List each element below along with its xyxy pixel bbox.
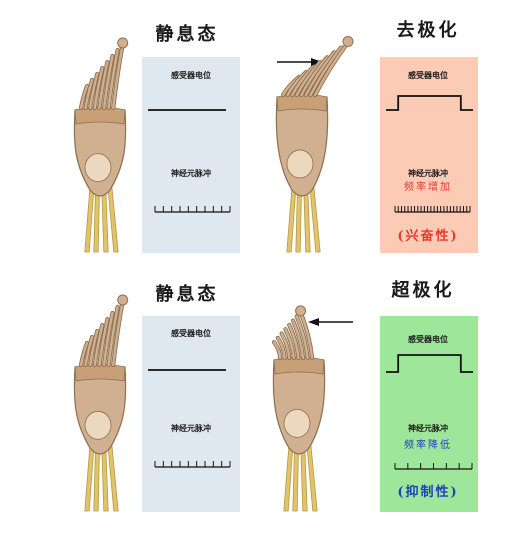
neuron-impulse-label: 神经元脉冲	[171, 168, 211, 178]
neuron-spike-train	[154, 206, 231, 213]
arrow-head	[308, 318, 319, 326]
recording-box	[142, 57, 240, 253]
stereocilium-fill	[107, 305, 119, 367]
stereocilium-fill	[280, 332, 291, 360]
nerve-fiber	[283, 441, 294, 512]
stereocilium-fill	[112, 299, 124, 367]
stereocilium-fill	[291, 319, 305, 360]
stereocilium-fill	[98, 60, 109, 110]
stereocilium-fill	[295, 61, 322, 97]
nerve-fiber	[286, 183, 297, 253]
kinocilium-bulb	[117, 37, 129, 49]
stereocilium-fill	[84, 335, 94, 367]
panel-resting-top: 静息态 感受器电位 神经元脉冲	[73, 23, 240, 253]
nucleus	[286, 149, 314, 179]
nucleus	[84, 410, 112, 440]
stereocilium-fill	[284, 328, 295, 360]
potential-line	[386, 354, 473, 373]
neuron-spike-train	[394, 206, 471, 213]
receptor-potential-trace	[386, 95, 473, 111]
stereocilium-fill	[272, 340, 282, 360]
neuron-impulse-label: 神经元脉冲	[171, 423, 211, 433]
nerve-fiber	[306, 441, 318, 512]
recording-box	[142, 316, 240, 512]
panel-hyperpolarization: 超极化 感受器电位 神经元脉冲 频率降低 (抑制性)	[271, 279, 478, 512]
stereocilium-fill	[112, 42, 124, 110]
deflection-arrow	[277, 58, 322, 66]
stereocilium-fill	[102, 54, 114, 110]
stereocilium-fill	[286, 70, 308, 97]
hair-cell	[271, 305, 326, 512]
stereocilium-fill	[93, 66, 104, 110]
kinocilium-bulb	[342, 36, 354, 48]
stereocilium-fill	[314, 41, 350, 97]
stereocilium-fill	[89, 72, 99, 110]
stereocilium-fill	[276, 336, 286, 360]
stereocilium-fill	[79, 84, 89, 110]
nucleus	[283, 408, 311, 438]
frequency-note: 频率增加	[404, 180, 452, 193]
receptor-potential-label: 感受器电位	[408, 334, 448, 344]
stereocilium-fill	[107, 48, 119, 110]
effect-tag: (抑制性)	[397, 484, 458, 500]
nucleus	[84, 153, 112, 183]
receptor-potential-label: 感受器电位	[408, 70, 448, 80]
kinocilium-bulb	[295, 305, 307, 317]
hair-cell	[73, 294, 129, 512]
stereocilium-fill	[300, 56, 329, 97]
nerve-fiber	[84, 183, 95, 253]
nerve-fiber	[107, 183, 119, 253]
panel-depolarization: 去极化 感受器电位 神经元脉冲 频率增加 (兴奋性)	[275, 19, 478, 253]
neuron-impulse-label: 神经元脉冲	[408, 168, 448, 178]
arrow-head	[311, 58, 322, 66]
cell-body	[275, 96, 329, 197]
hair-cell	[275, 36, 354, 253]
neuron-spike-train	[154, 461, 231, 468]
neuron-spike-train	[394, 463, 473, 470]
kinocilium-bulb	[117, 294, 129, 306]
stereocilium-fill	[304, 51, 336, 97]
frequency-note: 频率降低	[404, 438, 452, 451]
stereocilium-fill	[102, 311, 114, 367]
nerve-fiber	[309, 183, 321, 253]
panel-resting-bottom: 静息态 感受器电位 神经元脉冲	[73, 283, 240, 512]
stereocilium-fill	[288, 323, 300, 360]
stereocilium-fill	[79, 341, 89, 367]
panel-title: 去极化	[397, 19, 460, 41]
stereocilium-fill	[98, 317, 109, 367]
panel-title: 静息态	[156, 283, 219, 305]
neuron-impulse-label: 神经元脉冲	[408, 423, 448, 433]
recording-box	[380, 57, 478, 253]
stereocilium-fill	[89, 329, 99, 367]
nerve-fiber	[107, 441, 119, 512]
stereocilium-fill	[291, 65, 315, 97]
effect-tag: (兴奋性)	[397, 228, 458, 244]
stereocilium-fill	[309, 46, 343, 97]
recording-box	[380, 316, 478, 512]
stereocilium-fill	[93, 323, 104, 367]
panel-title: 静息态	[156, 23, 219, 45]
nerve-fiber	[84, 441, 95, 512]
receptor-potential-label: 感受器电位	[171, 70, 211, 80]
receptor-potential-label: 感受器电位	[171, 328, 211, 338]
panel-title: 超极化	[392, 279, 455, 301]
deflection-arrow	[308, 318, 353, 326]
stereocilium-fill	[84, 78, 94, 110]
potential-line	[386, 95, 473, 111]
hair-cell	[73, 37, 129, 253]
cell-body	[272, 359, 326, 455]
stereocilium-fill	[295, 315, 309, 360]
receptor-potential-trace	[386, 354, 473, 373]
